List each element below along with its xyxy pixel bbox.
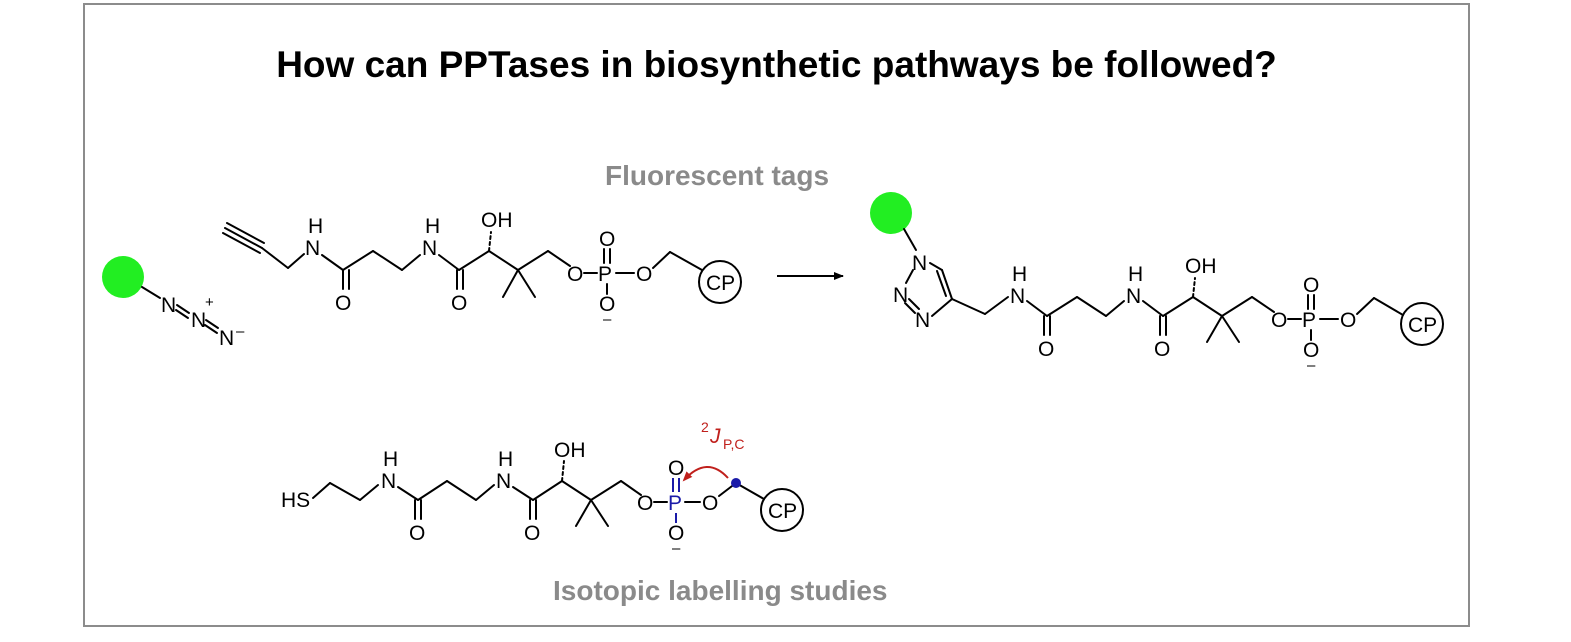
atom-o: O bbox=[335, 292, 351, 315]
atom-n: N bbox=[381, 470, 396, 493]
labelled-carbon-dot bbox=[731, 478, 741, 488]
coupling-symbol: J bbox=[709, 425, 721, 448]
atom-h: H bbox=[383, 448, 398, 471]
atom-cp: CP bbox=[768, 500, 797, 523]
triazole-product-molecule: N N N N H O N H O OH O P bbox=[870, 192, 1444, 374]
atom-o: O bbox=[1154, 338, 1170, 361]
atom-o: O bbox=[1303, 339, 1319, 362]
atom-o: O bbox=[599, 228, 615, 251]
atom-o: O bbox=[668, 457, 684, 480]
azide-molecule: N N + N – bbox=[102, 256, 245, 350]
atom-p: P bbox=[598, 263, 612, 286]
atom-n: N bbox=[1126, 285, 1141, 308]
charge-minus: – bbox=[1307, 357, 1316, 374]
atom-cp: CP bbox=[706, 272, 735, 295]
atom-oh: OH bbox=[481, 209, 513, 232]
atom-p: P bbox=[1302, 309, 1316, 332]
atom-h: H bbox=[1012, 263, 1027, 286]
atom-h: H bbox=[1128, 263, 1143, 286]
fluorescent-tags-label: Fluorescent tags bbox=[605, 160, 830, 191]
atom-n: N bbox=[191, 309, 206, 332]
atom-n: N bbox=[219, 327, 234, 350]
atom-o: O bbox=[409, 522, 425, 545]
atom-cp: CP bbox=[1408, 314, 1437, 337]
coupling-subscript: P,C bbox=[723, 436, 745, 452]
figure-frame bbox=[83, 3, 1470, 627]
atom-o: O bbox=[451, 292, 467, 315]
atom-o: O bbox=[599, 293, 615, 316]
atom-n: N bbox=[161, 294, 176, 317]
coupling-superscript: 2 bbox=[701, 419, 709, 435]
atom-o: O bbox=[637, 492, 653, 515]
fluorophore-dot bbox=[102, 256, 144, 298]
atom-o: O bbox=[668, 522, 684, 545]
figure-title: How can PPTases in biosynthetic pathways… bbox=[276, 44, 1277, 85]
charge-minus: – bbox=[603, 311, 612, 328]
atom-n: N bbox=[1010, 285, 1025, 308]
atom-oh: OH bbox=[1185, 255, 1217, 278]
atom-o: O bbox=[567, 263, 583, 286]
atom-n: N bbox=[422, 237, 437, 260]
atom-hs: HS bbox=[281, 489, 310, 512]
charge-minus: – bbox=[236, 323, 245, 340]
atom-o: O bbox=[1340, 309, 1356, 332]
atom-o: O bbox=[1303, 274, 1319, 297]
atom-h: H bbox=[308, 215, 323, 238]
atom-n: N bbox=[912, 252, 927, 275]
atom-o: O bbox=[524, 522, 540, 545]
carrier-protein-circle bbox=[760, 488, 804, 532]
carrier-protein-circle bbox=[1400, 302, 1444, 346]
coupling-arrow bbox=[682, 466, 729, 482]
fluorophore-dot bbox=[870, 192, 912, 234]
atom-oh: OH bbox=[554, 439, 586, 462]
atom-n: N bbox=[305, 237, 320, 260]
atom-n: N bbox=[893, 284, 908, 307]
atom-h: H bbox=[498, 448, 513, 471]
atom-n: N bbox=[915, 309, 930, 332]
isotopic-pantetheine-molecule: HS N H O N H O OH O P O O – bbox=[281, 419, 804, 557]
alkyne-pantetheine-molecule: N H O N H O OH O P O O – O C bbox=[222, 209, 742, 328]
atom-o: O bbox=[702, 492, 718, 515]
carrier-protein-circle bbox=[698, 260, 742, 304]
atom-p-labelled: P bbox=[668, 492, 682, 515]
atom-o: O bbox=[636, 263, 652, 286]
charge-plus: + bbox=[205, 294, 214, 311]
atom-o: O bbox=[1038, 338, 1054, 361]
charge-minus: – bbox=[672, 540, 681, 557]
atom-h: H bbox=[425, 215, 440, 238]
isotopic-labelling-label: Isotopic labelling studies bbox=[553, 575, 888, 606]
atom-o: O bbox=[1271, 309, 1287, 332]
atom-n: N bbox=[496, 470, 511, 493]
